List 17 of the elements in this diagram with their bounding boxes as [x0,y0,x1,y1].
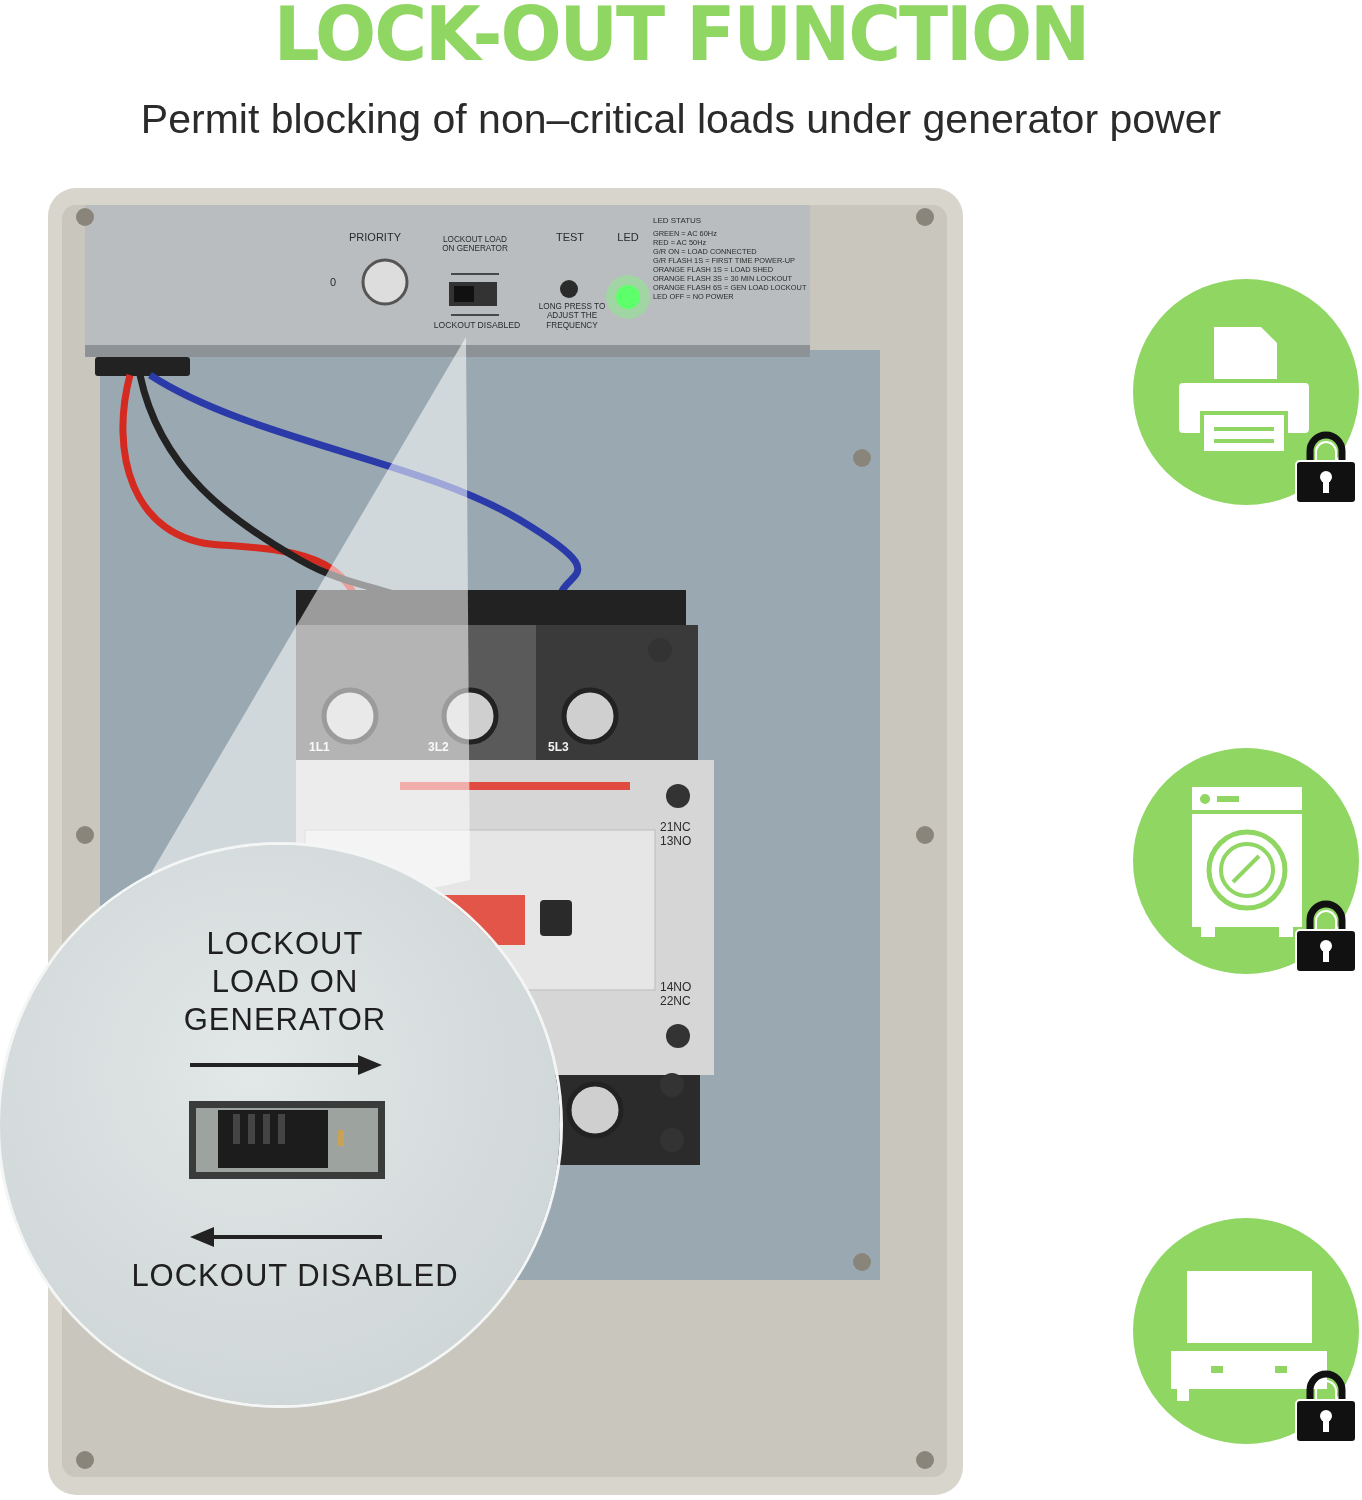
subtitle: Permit blocking of non–critical loads under generator power [139,96,1223,144]
panel-label: 14NO 22NC [660,981,693,1009]
panel-label: 21NC 13NO [660,821,693,849]
panel-label: LOCKOUT DISABLED [432,321,522,331]
led-status-heading: LED STATUS [653,216,703,226]
panel-label: LOCKOUT LOAD ON GENERATOR [441,235,509,254]
panel-label: LONG PRESS TO ADJUST THE FREQUENCY [537,302,607,331]
panel-label: TEST [554,231,586,244]
title: LOCK-OUT FUNCTION [272,0,1090,79]
switch-label: LOCKOUT DISABLED [130,1257,460,1295]
panel-label: LED [616,231,640,244]
panel-label: PRIORITY [348,231,402,244]
panel-label: 0 [330,276,338,289]
switch-label: LOCKOUT LOAD ON GENERATOR [182,925,388,1039]
panel-label: 5L3 [548,741,570,755]
panel-label: 3L2 [428,741,450,755]
panel-label: 1L1 [309,741,331,755]
